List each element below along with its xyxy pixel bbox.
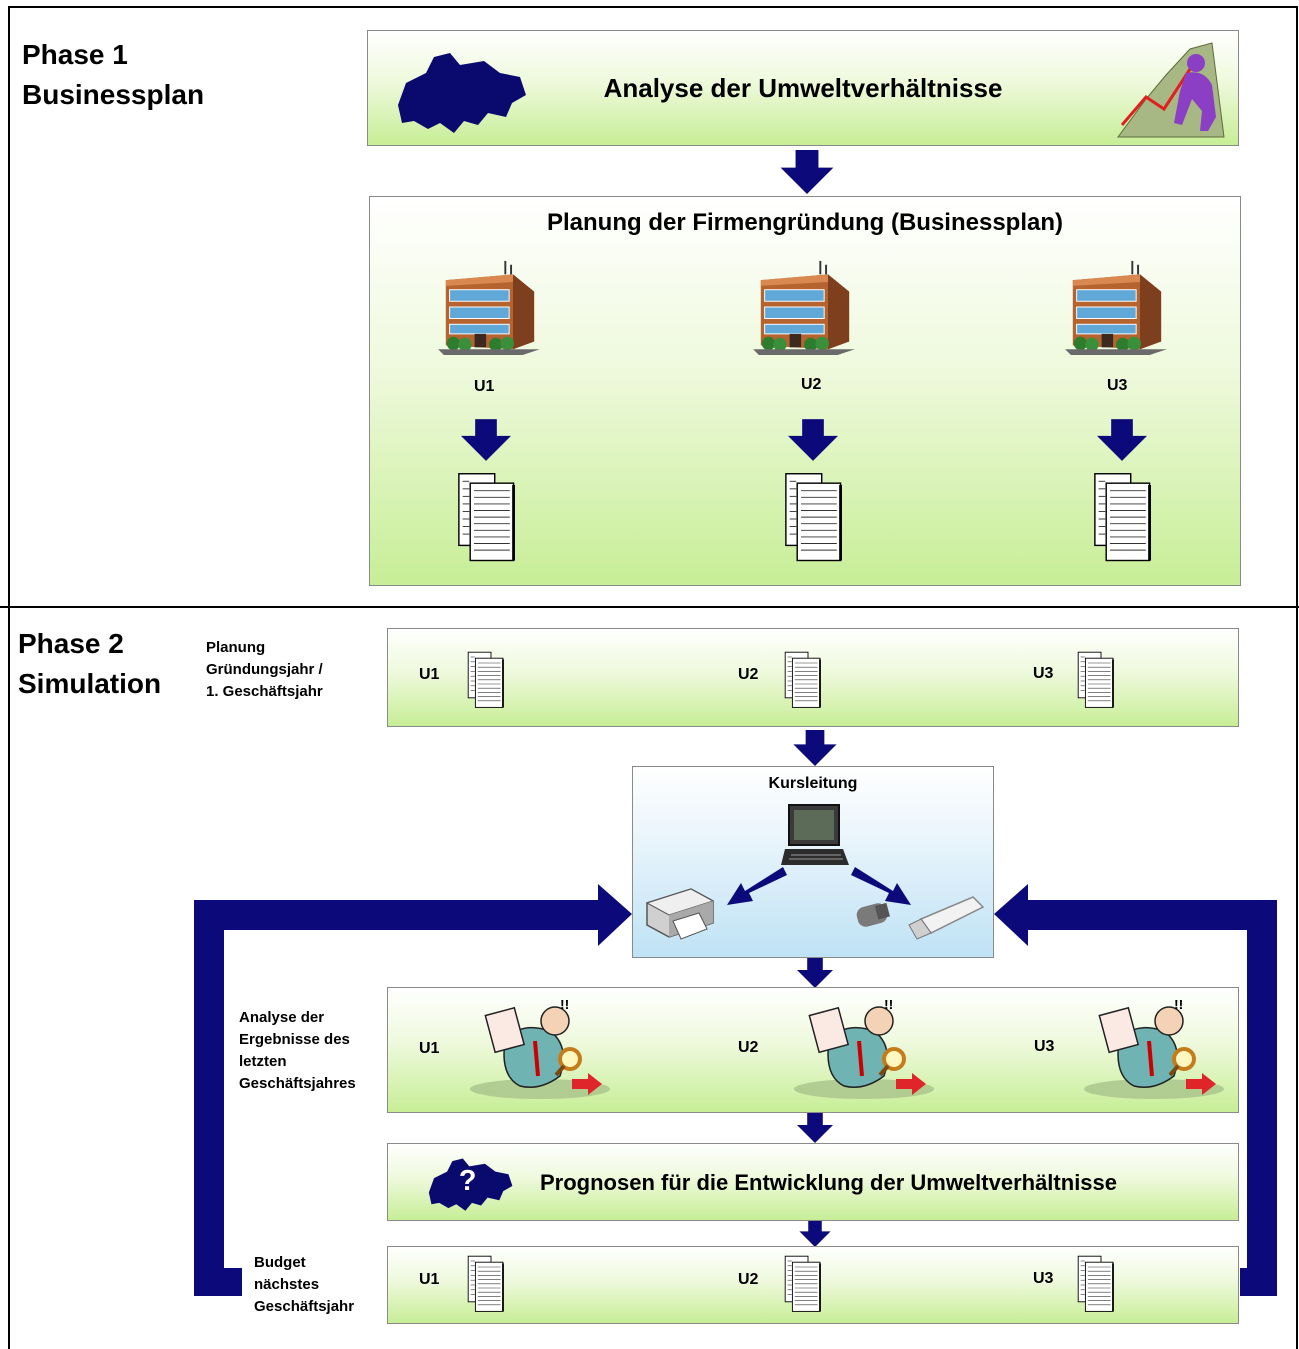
document-stack-icon <box>1077 1255 1115 1313</box>
company-label: U3 <box>1107 377 1128 394</box>
analysis-title: Analyse der Umweltverhältnisse <box>603 73 1003 103</box>
detective-icon <box>1074 1000 1224 1102</box>
document-stack-icon <box>467 1255 505 1313</box>
phase1-heading-line2: Businessplan <box>22 79 205 110</box>
right-loop-arrow-foot <box>1240 1268 1248 1296</box>
company-label: U1 <box>419 1271 440 1288</box>
phase1-heading: Phase 1 Businessplan <box>22 35 204 115</box>
results-analysis-label: Analyse der Ergebnisse des letzten Gesch… <box>239 1007 356 1095</box>
kursleitung-label: Kursleitung <box>768 775 858 792</box>
switzerland-question-icon: ? <box>428 1158 513 1211</box>
arrow-down-icon <box>797 958 833 988</box>
planning-year-label-line1: Planung <box>206 639 266 656</box>
analysis-box: Analyse der Umweltverhältnisse <box>367 30 1239 146</box>
budget-label: Budget nächstes Geschäftsjahr <box>254 1252 354 1318</box>
printer-icon <box>645 888 715 940</box>
budget-label-line2: nächstes <box>254 1276 320 1293</box>
business-plan-box: Planung der Firmengründung (Businessplan… <box>369 196 1241 586</box>
results-analysis-label-line3: letzten <box>239 1053 287 1070</box>
detective-icon <box>784 1000 934 1102</box>
planning-title: Planung der Firmengründung (Businessplan… <box>546 209 1064 236</box>
forecast-box: ? Prognosen für die Entwicklung der Umwe… <box>387 1143 1239 1221</box>
detective-icon <box>460 1000 610 1102</box>
planning-year-label-line3: 1. Geschäftsjahr <box>206 683 323 700</box>
climber-icon <box>1117 42 1225 138</box>
company-label: U1 <box>474 378 495 395</box>
left-loop-arrow-foot <box>224 1268 242 1296</box>
arrow-down-left-icon <box>727 867 787 905</box>
results-analysis-label-line1: Analyse der <box>239 1009 325 1026</box>
laptop-icon <box>781 804 849 865</box>
company-label: U1 <box>419 1040 440 1057</box>
results-analysis-box: U1 U2 U3 <box>387 987 1239 1113</box>
arrow-down-icon <box>799 1221 831 1247</box>
company-label: U1 <box>419 666 440 683</box>
company-label: U3 <box>1034 1038 1055 1055</box>
company-label: U2 <box>738 1271 759 1288</box>
right-loop-arrow <box>994 884 1277 1296</box>
usb-stick-icon <box>908 896 985 940</box>
phase2-heading: Phase 2 Simulation <box>18 624 161 704</box>
company-label: U2 <box>801 376 822 393</box>
phase-divider <box>0 606 1299 608</box>
phase2-heading-line1: Phase 2 <box>18 628 124 659</box>
planning-year-box: U1 U2 U3 <box>387 628 1239 727</box>
left-loop-arrow <box>194 884 632 1296</box>
outer-frame <box>8 6 1298 1349</box>
phase1-heading-line1: Phase 1 <box>22 39 128 70</box>
forecast-title: Prognosen für die Entwicklung der Umwelt… <box>540 1170 1118 1195</box>
planning-year-label: Planung Gründungsjahr / 1. Geschäftsjahr <box>206 637 323 703</box>
switzerland-map-icon <box>398 53 526 133</box>
kursleitung-box: Kursleitung <box>632 766 994 958</box>
arrow-down-icon <box>797 1113 833 1143</box>
budget-label-line3: Geschäftsjahr <box>254 1298 355 1315</box>
company-label: U3 <box>1033 665 1054 682</box>
phase2-heading-line2: Simulation <box>18 668 162 699</box>
budget-box: U1 U2 U3 <box>387 1246 1239 1324</box>
usb-cap-icon <box>856 902 890 927</box>
company-label: U3 <box>1033 1270 1054 1287</box>
company-label: U2 <box>738 666 759 683</box>
arrow-down-right-icon <box>851 867 911 905</box>
results-analysis-label-line4: Geschäftsjahres <box>239 1075 356 1092</box>
document-stack-icon <box>784 1255 822 1313</box>
results-analysis-label-line2: Ergebnisse des <box>239 1031 350 1048</box>
budget-label-line1: Budget <box>254 1254 306 1271</box>
svg-text:?: ? <box>459 1165 477 1197</box>
company-label: U2 <box>738 1039 759 1056</box>
planning-year-label-line2: Gründungsjahr / <box>206 661 323 678</box>
